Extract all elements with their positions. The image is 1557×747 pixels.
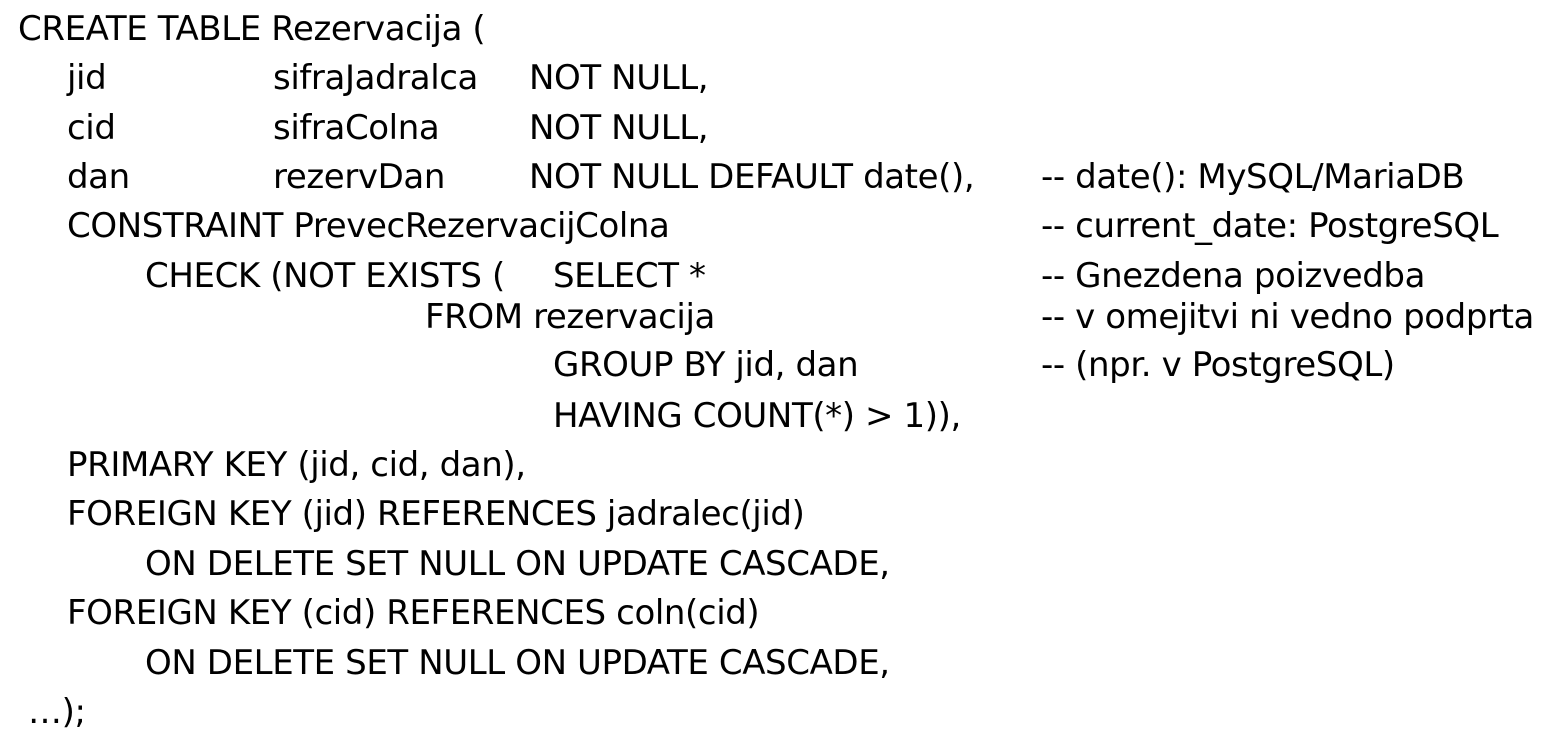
code-line-from: FROM rezervacija xyxy=(425,297,715,337)
comment-eg-postgres: -- (npr. v PostgreSQL) xyxy=(1041,345,1395,385)
code-line-constraint: CONSTRAINT PrevecRezervacijColna xyxy=(67,206,670,246)
code-line-having: HAVING COUNT(*) > 1)), xyxy=(553,396,961,436)
column-type-jid: sifraJadralca xyxy=(273,58,478,98)
comment-date-mysql: -- date(): MySQL/MariaDB xyxy=(1041,157,1465,197)
code-line-on-delete-cid: ON DELETE SET NULL ON UPDATE CASCADE, xyxy=(145,643,890,683)
code-line-select: SELECT * xyxy=(553,256,706,296)
column-constraint-cid: NOT NULL, xyxy=(529,108,709,148)
code-line-create-table: CREATE TABLE Rezervacija ( xyxy=(18,9,486,49)
column-type-cid: sifraColna xyxy=(273,108,440,148)
code-line-primary-key: PRIMARY KEY (jid, cid, dan), xyxy=(67,445,526,485)
column-name-cid: cid xyxy=(67,108,116,148)
code-line-on-delete-jid: ON DELETE SET NULL ON UPDATE CASCADE, xyxy=(145,544,890,584)
code-line-foreign-key-cid: FOREIGN KEY (cid) REFERENCES coln(cid) xyxy=(67,593,760,633)
column-type-dan: rezervDan xyxy=(273,157,445,197)
code-line-end: …); xyxy=(28,692,86,732)
column-name-dan: dan xyxy=(67,157,130,197)
column-constraint-dan: NOT NULL DEFAULT date(), xyxy=(529,157,975,197)
code-line-foreign-key-jid: FOREIGN KEY (jid) REFERENCES jadralec(ji… xyxy=(67,494,805,534)
code-line-check: CHECK (NOT EXISTS ( xyxy=(145,256,505,296)
comment-current-date-postgres: -- current_date: PostgreSQL xyxy=(1041,206,1499,246)
code-line-group-by: GROUP BY jid, dan xyxy=(553,345,859,385)
column-name-jid: jid xyxy=(67,58,107,98)
comment-not-always-supported: -- v omejitvi ni vedno podprta xyxy=(1041,297,1534,337)
column-constraint-jid: NOT NULL, xyxy=(529,58,709,98)
comment-nested-query: -- Gnezdena poizvedba xyxy=(1041,256,1426,296)
